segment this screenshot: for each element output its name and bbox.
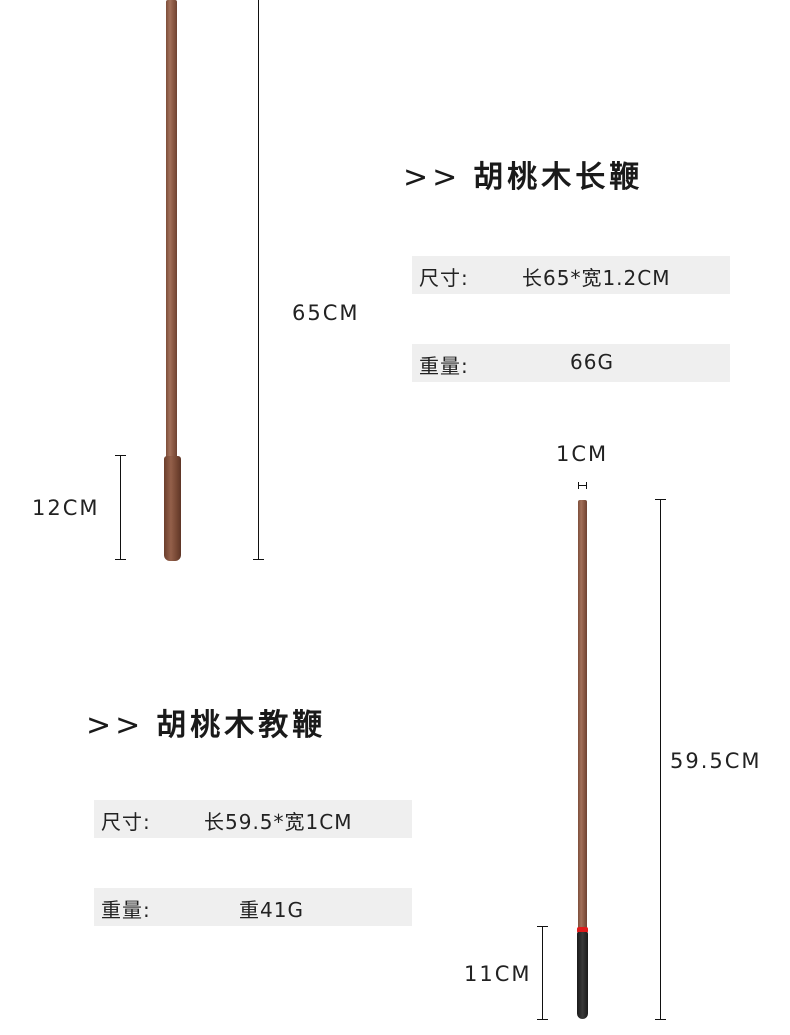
title-text: 胡桃木长鞭: [473, 160, 644, 195]
weight-label: 重量:: [101, 898, 151, 922]
teaching-size-row: 尺寸: 长59.5*宽1CM: [94, 800, 412, 838]
long-total-length-line: [258, 0, 259, 560]
long-whip-handle: [164, 456, 181, 561]
long-handle-length-label: 12CM: [32, 496, 100, 520]
title-text: 胡桃木教鞭: [156, 708, 327, 743]
weight-value: 重41G: [239, 898, 304, 922]
long-whip-title: >> 胡桃木长鞭: [403, 152, 643, 196]
long-total-length-cap: [253, 559, 264, 560]
long-size-row: 尺寸: 长65*宽1.2CM: [412, 256, 730, 294]
width-marker-line: [578, 485, 587, 486]
teaching-pointer-shaft: [578, 500, 587, 930]
teaching-handle-cap-bottom: [537, 1019, 548, 1020]
teaching-handle-length-line: [542, 926, 543, 1020]
long-total-length-label: 65CM: [292, 301, 360, 325]
long-whip-shaft: [166, 0, 177, 460]
weight-value: 66G: [570, 350, 614, 374]
teaching-handle-length-label: 11CM: [464, 962, 532, 986]
weight-label: 重量:: [419, 354, 469, 378]
teaching-total-length-label: 59.5CM: [670, 749, 762, 773]
teaching-pointer-title: >> 胡桃木教鞭: [86, 700, 326, 744]
width-marker-cap-left: [578, 482, 579, 489]
size-value: 长65*宽1.2CM: [522, 266, 671, 290]
teaching-pointer-grip: [577, 932, 588, 1019]
size-label: 尺寸:: [101, 810, 151, 834]
width-marker-cap-right: [586, 482, 587, 489]
title-arrows: >>: [403, 160, 462, 195]
long-handle-length-line: [120, 455, 121, 560]
teaching-total-cap-bottom: [655, 1019, 666, 1020]
teaching-width-label: 1CM: [556, 442, 609, 466]
long-weight-row: 重量: 66G: [412, 344, 730, 382]
teaching-pointer-ring: [577, 927, 588, 933]
title-arrows: >>: [86, 708, 145, 743]
long-handle-cap-bottom: [115, 559, 126, 560]
size-label: 尺寸:: [419, 266, 469, 290]
size-value: 长59.5*宽1CM: [204, 810, 353, 834]
teaching-weight-row: 重量: 重41G: [94, 888, 412, 926]
teaching-total-length-line: [660, 499, 661, 1020]
